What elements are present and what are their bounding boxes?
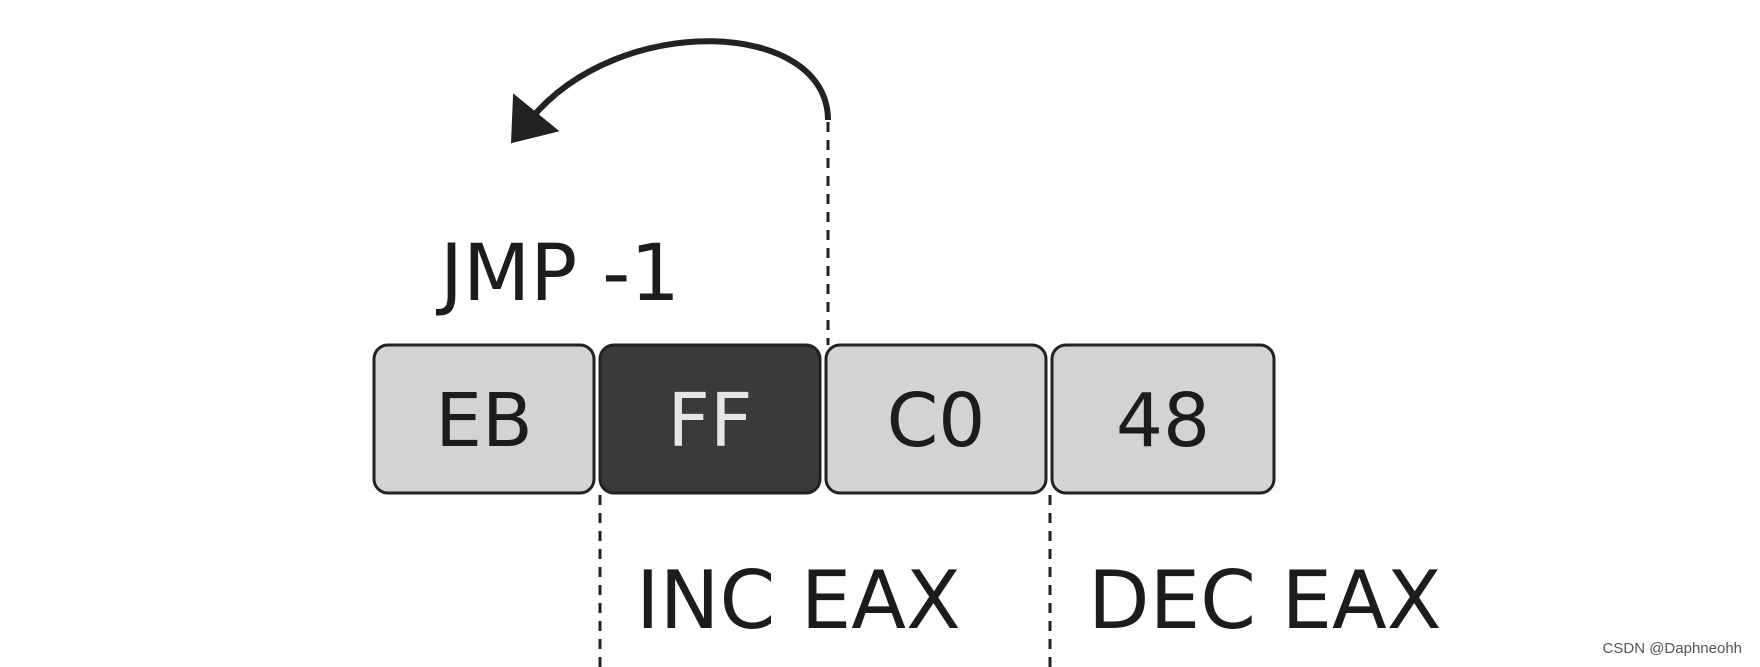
byte-cell: EB (372, 343, 596, 495)
byte-cell: C0 (824, 343, 1048, 495)
byte-value: FF (667, 378, 752, 464)
instruction-label-dec: DEC EAX (1088, 554, 1442, 647)
byte-box (1050, 343, 1276, 495)
instruction-label-inc: INC EAX (636, 554, 961, 647)
jump-label: JMP -1 (435, 229, 680, 319)
byte-value: 48 (1116, 378, 1210, 464)
byte-value: EB (435, 378, 533, 464)
byte-cell: 48 (1050, 343, 1276, 495)
byte-box (824, 343, 1048, 495)
byte-value: C0 (887, 378, 986, 464)
byte-cell-highlighted: FF (598, 343, 822, 495)
jump-arrow (510, 38, 831, 144)
watermark: CSDN @Daphneohh (1602, 640, 1742, 657)
byte-row: EB FF C0 48 (372, 343, 1276, 495)
byte-box (372, 343, 596, 495)
byte-box (598, 343, 822, 495)
